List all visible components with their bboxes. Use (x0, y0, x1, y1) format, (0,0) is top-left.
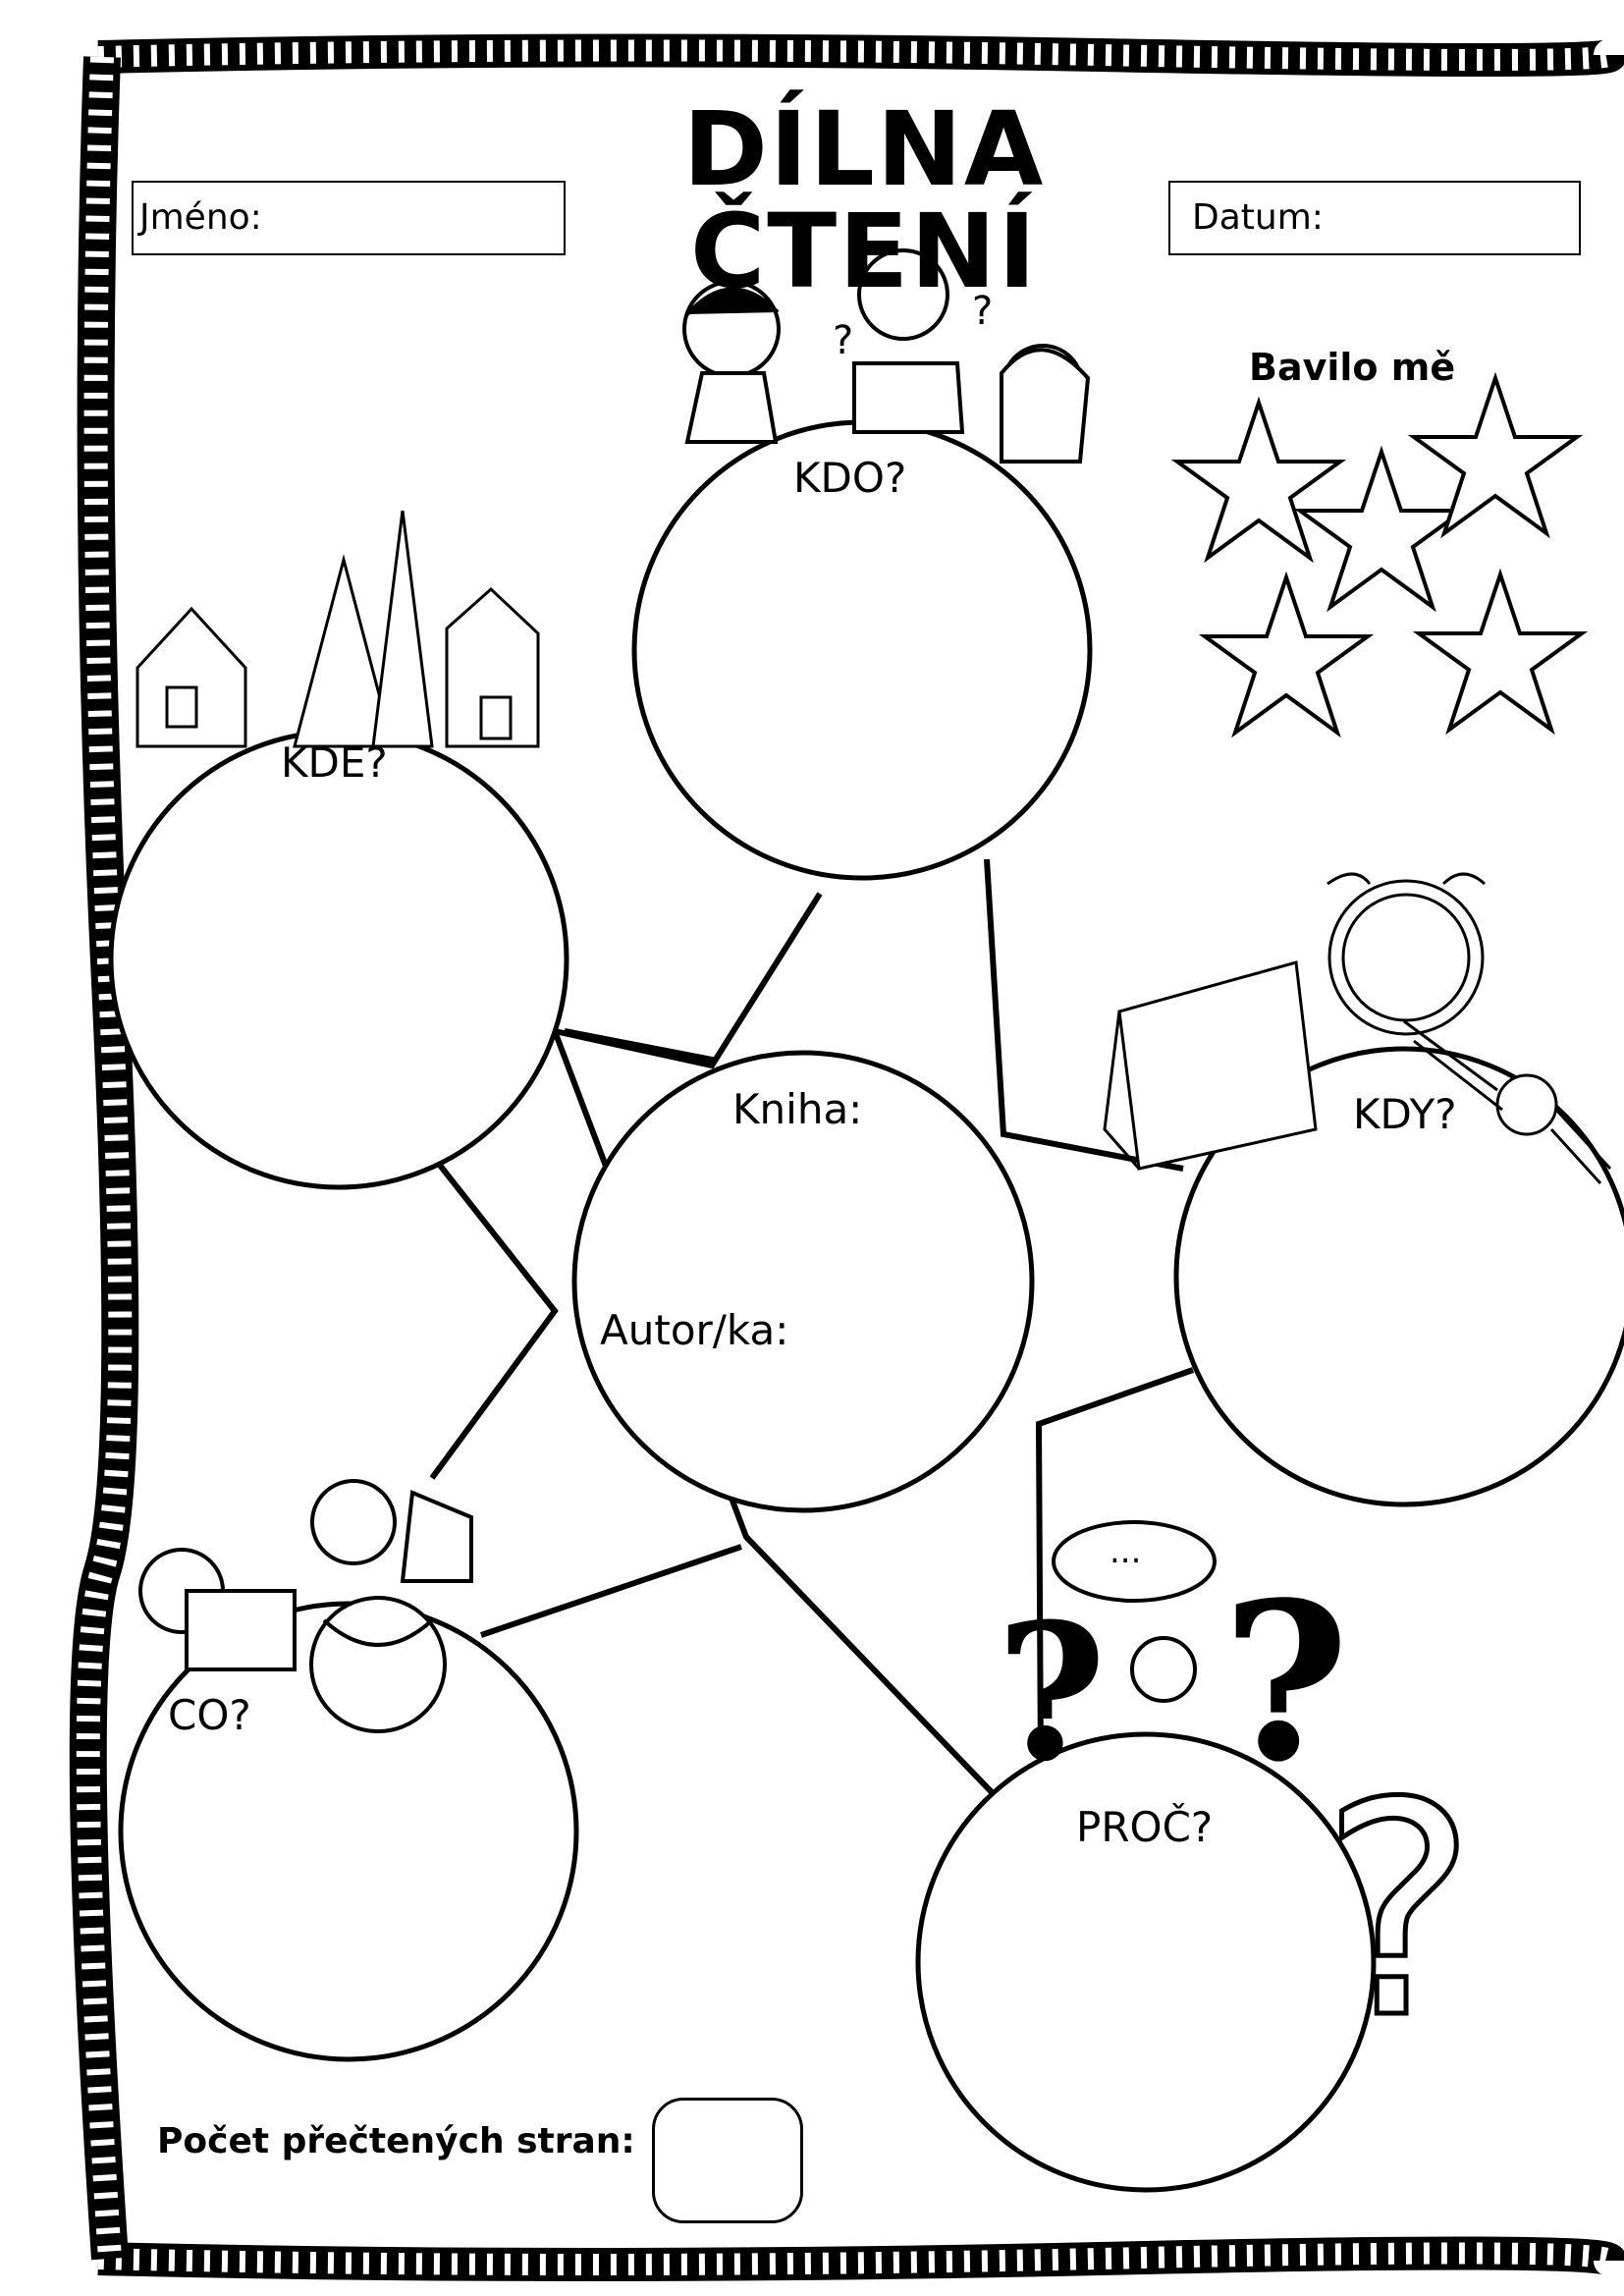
name-field[interactable]: Jméno: (132, 181, 566, 255)
rating-star-icon (1198, 571, 1375, 738)
rating-star-icon (1170, 396, 1347, 564)
center-circle (571, 1050, 1035, 1513)
proc-circle (915, 1731, 1377, 2193)
date-field[interactable]: Datum: (1168, 181, 1581, 255)
svg-text:?: ? (833, 318, 853, 363)
kdy-label: KDY? (1353, 1090, 1457, 1138)
rating-star-icon (1407, 371, 1584, 539)
bubble-circles (108, 419, 1624, 2193)
children-icon: ? ? (682, 248, 1091, 464)
rating-stars[interactable] (1170, 371, 1589, 738)
svg-text:?: ? (1222, 1555, 1349, 1809)
pages-read-label: Počet přečtených stran: (157, 2121, 635, 2161)
co-label: CO? (168, 1691, 251, 1739)
alarm-clock-icon (1326, 872, 1487, 1036)
author-label: Autor/ka: (600, 1306, 789, 1354)
houses-trees-icon (135, 510, 540, 748)
svg-text:?: ? (997, 1583, 1106, 1802)
wristwatch-icon (1403, 1019, 1612, 1185)
kdo-label: KDO? (793, 454, 907, 502)
book-label: Kniha: (732, 1085, 863, 1133)
name-label: Jméno: (139, 197, 262, 238)
rating-label: Bavilo mě (1249, 346, 1456, 389)
kdy-circle (1173, 1046, 1624, 1507)
toys-icon (138, 1479, 473, 1733)
calendar-icon (1103, 960, 1318, 1171)
svg-text:?: ? (1321, 1740, 1477, 2083)
date-label: Datum: (1192, 197, 1324, 238)
striped-border (69, 33, 1624, 2281)
pages-read-field[interactable] (652, 2098, 803, 2223)
thought-bubble-text: ... (1110, 1532, 1142, 1571)
page-title: DÍLNA ČTENÍ (682, 89, 1046, 311)
rating-star-icon (1412, 568, 1589, 736)
question-marks-icon: ? ? ? (997, 1520, 1480, 2086)
proc-label: PROČ? (1076, 1803, 1214, 1851)
rating-star-icon (1293, 445, 1470, 613)
kde-label: KDE? (281, 738, 388, 787)
kde-circle (108, 729, 569, 1190)
svg-text:?: ? (972, 289, 993, 334)
